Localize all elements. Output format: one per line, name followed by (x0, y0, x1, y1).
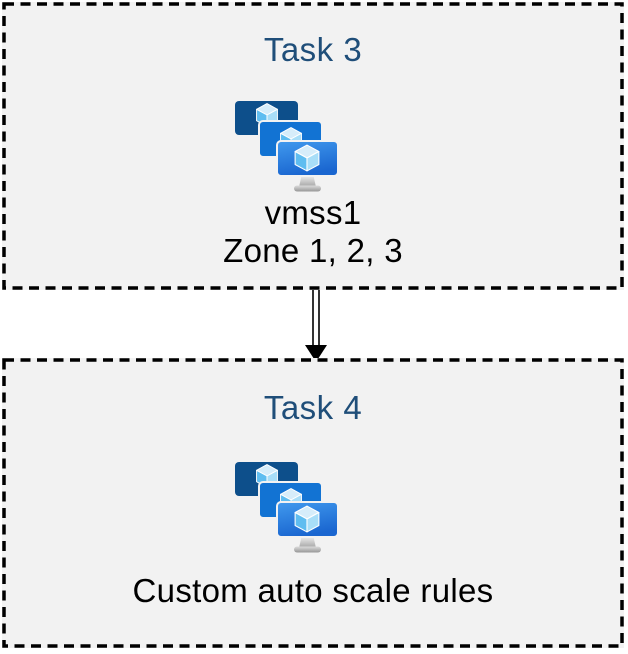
vm-scale-sets-icon (235, 461, 339, 553)
task3-box: Task 3 vmss1 Zone 1, 2, 3 (2, 2, 624, 290)
task3-caption-line-vmss: vmss1 (264, 194, 362, 231)
vm-scale-sets-icon (235, 100, 339, 192)
arrowhead-icon (305, 345, 327, 362)
task3-title: Task 3 (263, 31, 363, 68)
task4-caption-line-rules: Custom auto scale rules (132, 572, 494, 609)
task4-caption: Custom auto scale rules (2, 572, 624, 610)
task3-caption: vmss1 Zone 1, 2, 3 (2, 194, 624, 270)
task4-title: Task 4 (263, 389, 363, 426)
down-arrow-connector (305, 290, 327, 362)
task3-caption-line-zones: Zone 1, 2, 3 (223, 232, 403, 269)
task4-box: Task 4 Custom auto scale rules (2, 358, 624, 648)
